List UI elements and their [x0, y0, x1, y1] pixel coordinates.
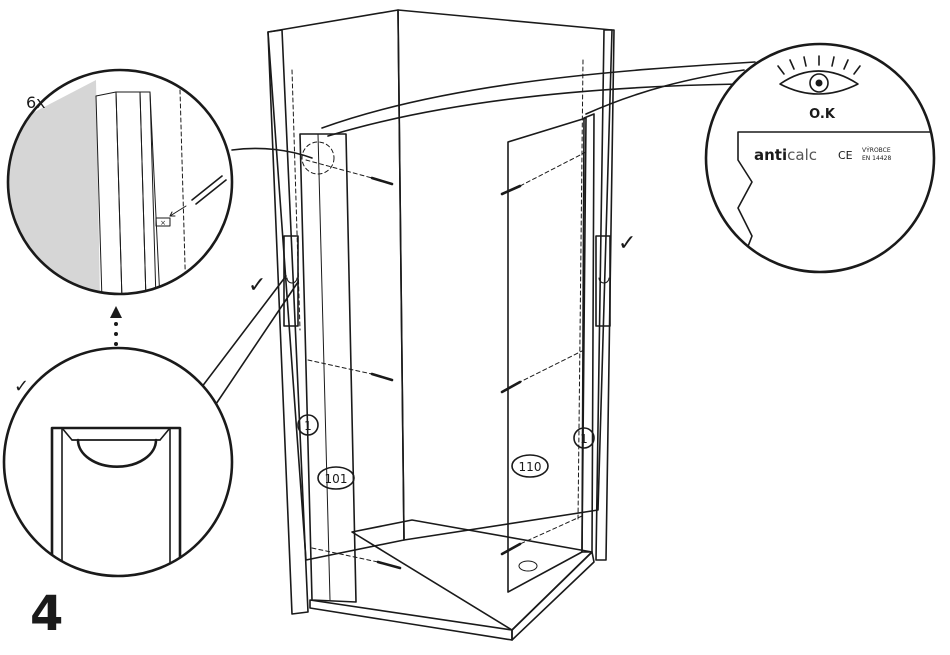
part-label-panel-101: 101: [318, 467, 354, 489]
shower-tray-side: [512, 552, 594, 640]
detail-circle-profile: × 6x: [0, 70, 232, 300]
shower-tray-top: [352, 520, 592, 630]
norm-label: EN 14428: [862, 155, 891, 162]
shower-enclosure: [268, 10, 614, 640]
checkmark-left-panel: ✓: [248, 273, 266, 298]
back-wall-right: [398, 10, 612, 540]
part-label-panel-110: 110: [512, 455, 548, 477]
checkmark-right-panel: ✓: [618, 231, 636, 256]
right-pins: [502, 152, 586, 554]
product-label: anticalc: [754, 146, 817, 164]
ce-mark: CE: [838, 149, 853, 162]
brand-anti: anti: [754, 146, 787, 164]
quantity-label: 6x: [26, 93, 46, 112]
maker-label: VÝROBCE: [862, 147, 891, 154]
svg-text:101: 101: [325, 472, 348, 486]
detail-circle-label: O.K anticalc CE VÝROBCE EN 14428: [706, 44, 940, 290]
shower-tray-front: [310, 600, 512, 640]
detail-circle-magnet: [4, 348, 232, 590]
step-number: 4: [30, 586, 63, 642]
drill-mark: ×: [160, 219, 166, 227]
svg-text:1: 1: [304, 419, 312, 433]
tray-drain: [519, 561, 537, 571]
part-label-right-profile: 1: [574, 428, 594, 448]
dotted-arrow: [110, 306, 122, 346]
right-profile: [582, 114, 594, 552]
ok-status-label: O.K: [809, 107, 836, 122]
checkmark-detail-magnet: ✓: [14, 376, 29, 397]
svg-text:110: 110: [519, 460, 542, 474]
svg-text:1: 1: [580, 432, 588, 446]
brand-calc: calc: [787, 146, 817, 164]
